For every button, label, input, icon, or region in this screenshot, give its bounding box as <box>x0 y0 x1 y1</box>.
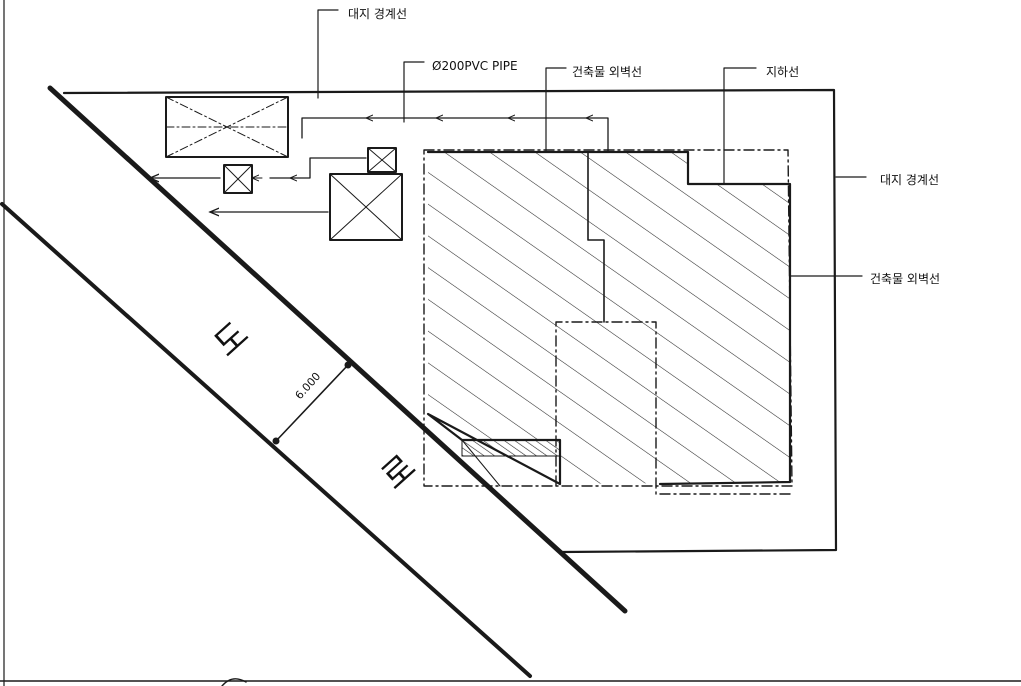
road-edge-lower <box>0 202 532 678</box>
road-edge-upper <box>47 85 628 614</box>
leader-building-line <box>545 67 567 153</box>
leader-pipe <box>403 61 425 123</box>
site-boundary <box>62 88 838 554</box>
building-footprint <box>428 152 790 484</box>
ramp-edge <box>461 439 501 487</box>
ramp-hatch <box>461 439 561 457</box>
road-char-2: 로 <box>374 447 424 498</box>
inner-wall-line <box>587 151 605 323</box>
label-setback-line: 지하선 <box>766 65 799 79</box>
road-width-dimension-line <box>275 364 349 442</box>
leader-setback-line <box>723 67 757 185</box>
label-building-line-right: 건축물 외벽선 <box>870 272 940 286</box>
pipe-route <box>301 117 609 153</box>
drain-box-large <box>165 96 289 158</box>
building-outline <box>426 150 792 486</box>
frame-circle-mark <box>221 678 247 686</box>
drain-box-small-top <box>367 147 397 173</box>
label-pipe: Ø200PVC PIPE <box>432 59 518 73</box>
setback-outline <box>423 149 793 487</box>
road-char-1: 도 <box>207 314 257 365</box>
inner-dashed-box <box>555 321 793 495</box>
label-building-line: 건축물 외벽선 <box>572 65 642 79</box>
label-site-boundary-right: 대지 경계선 <box>880 173 939 187</box>
leader-site-boundary-top <box>317 9 339 99</box>
drain-box-medium <box>329 173 403 241</box>
dimension-dot-bottom <box>272 437 280 445</box>
road-width-label: 6.000 <box>293 370 324 402</box>
drain-box-small-left <box>223 164 253 194</box>
label-site-boundary-top: 대지 경계선 <box>348 7 407 21</box>
dimension-dot-top <box>344 361 352 369</box>
